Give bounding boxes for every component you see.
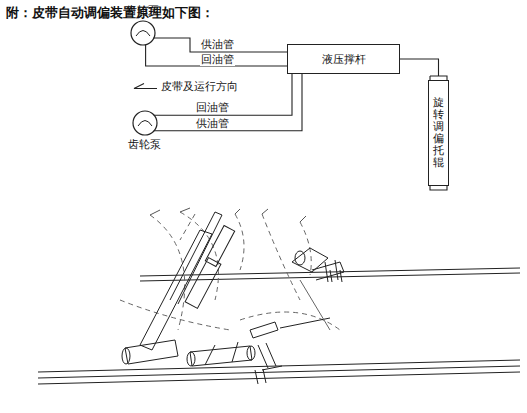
gear-pump: 齿轮泵: [126, 4, 159, 46]
title: 附：皮带自动调偏装置原理如下图：: [6, 4, 214, 22]
pump-circle: [130, 20, 156, 46]
node-label: 齿轮泵: [128, 138, 161, 151]
node-label: 旋转调偏托辊: [433, 97, 444, 170]
rod-box: 液压撑杆: [287, 44, 400, 74]
direction-label: 皮带及运行方向: [160, 80, 239, 93]
oil-pipe: [153, 38, 287, 52]
oil-pipe: [154, 74, 292, 115]
pipe-label: 供油管: [195, 117, 230, 130]
roller-box: 旋转调偏托辊: [428, 80, 449, 186]
pipe-label: 供油管: [200, 38, 235, 51]
oil-pipe: [154, 74, 302, 131]
roller-cap: [430, 186, 447, 190]
node-label: 液压撑杆: [322, 53, 366, 66]
pump-circle: [132, 110, 158, 136]
node-label: 齿轮泵: [126, 4, 159, 17]
pipe-label: 回油管: [195, 101, 230, 114]
oil-pipe: [400, 59, 439, 76]
gear-pump: 齿轮泵: [128, 110, 161, 151]
direction-arrow: [134, 84, 157, 89]
pipe-label: 回油管: [200, 53, 235, 66]
